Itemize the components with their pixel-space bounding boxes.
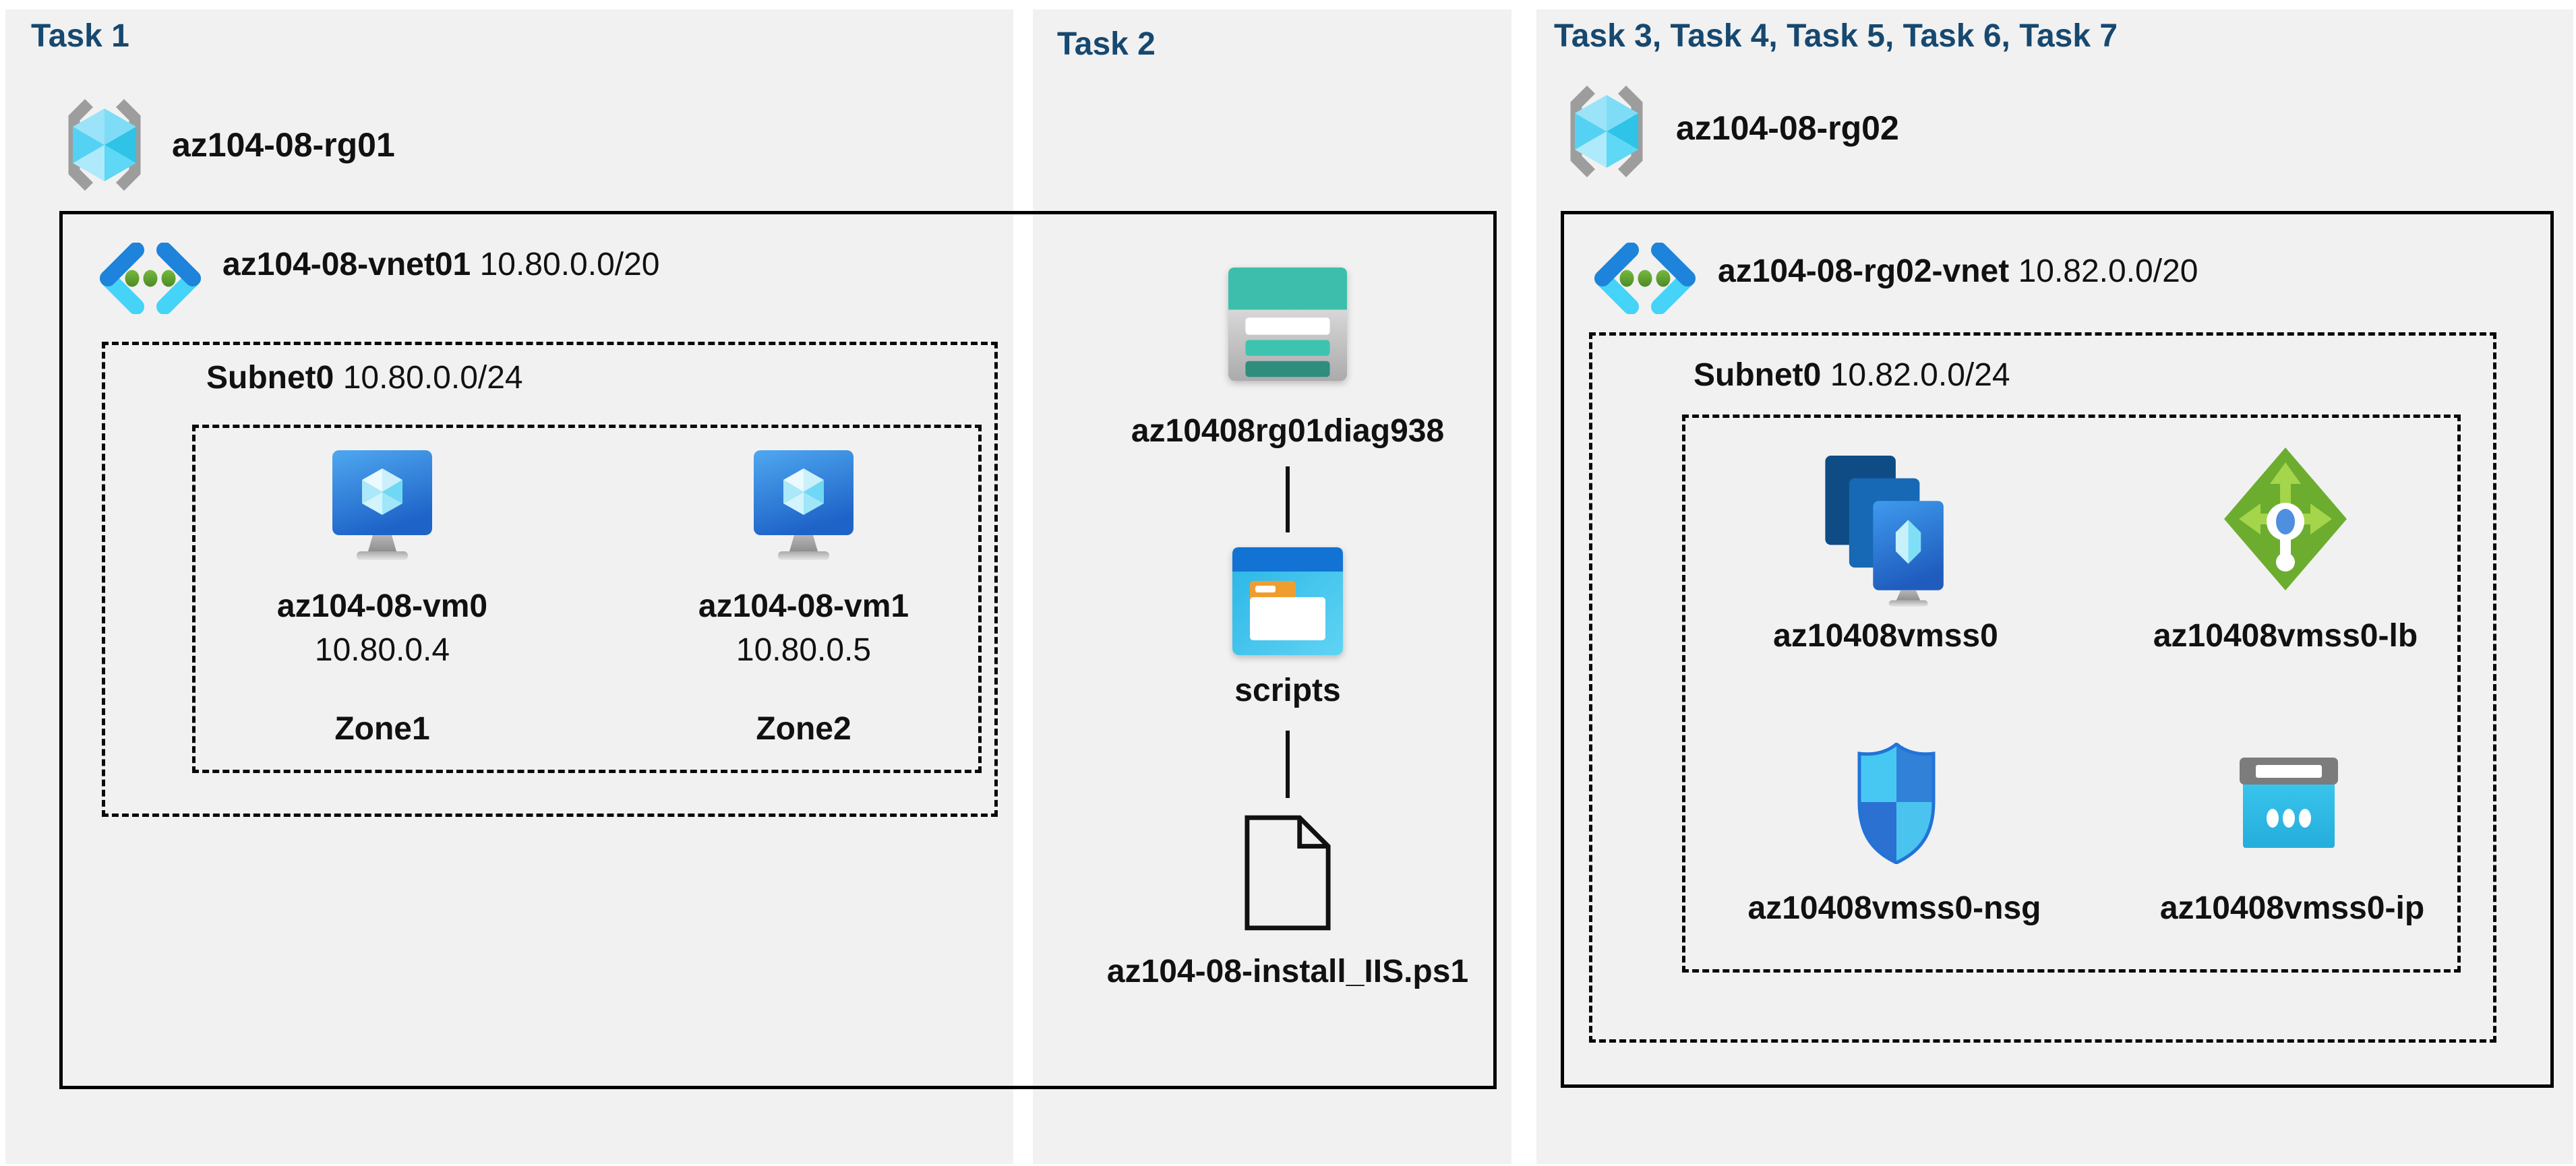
subnet2-name: Subnet0 <box>1694 357 1822 393</box>
vnet2-name: az104-08-rg02-vnet <box>1718 253 2010 289</box>
task1-panel <box>5 9 1013 1164</box>
storage-account-icon <box>1228 266 1347 382</box>
subnet1-name: Subnet0 <box>206 360 334 396</box>
task1-title: Task 1 <box>31 18 129 54</box>
connector-line <box>1286 466 1290 532</box>
vm0-name: az104-08-vm0 <box>276 588 488 624</box>
vmss-resources-box <box>1682 415 2461 973</box>
vm-scale-set-icon <box>1822 456 1950 607</box>
resource-group-name: az104-08-rg02 <box>1676 109 1899 147</box>
vnet1-box <box>59 211 1497 1089</box>
vnet1-name: az104-08-vnet01 <box>222 247 471 282</box>
subnet1-cidr: 10.80.0.0/24 <box>342 360 523 396</box>
resource-group-icon <box>61 98 148 191</box>
availability-zones-box <box>192 425 982 773</box>
resource-group-icon <box>1563 85 1650 178</box>
vnet2-cidr: 10.82.0.0/20 <box>2018 253 2198 289</box>
task2-title: Task 2 <box>1057 26 1156 62</box>
subnet1-label: Subnet0 10.80.0.0/24 <box>206 359 523 397</box>
nsg-name: az10408vmss0-nsg <box>1747 890 2041 926</box>
subnet1-box <box>102 342 998 817</box>
vnet2-box <box>1561 211 2554 1088</box>
subnet2-label: Subnet0 10.82.0.0/24 <box>1694 357 2010 394</box>
script-file-icon <box>1242 813 1333 933</box>
public-ip-icon <box>2240 758 2338 851</box>
subnet2-box <box>1589 332 2496 1043</box>
task3-title: Task 3, Task 4, Task 5, Task 6, Task 7 <box>1554 18 2118 54</box>
connector-line <box>1286 731 1290 798</box>
subnet2-cidr: 10.82.0.0/24 <box>1830 357 2010 393</box>
network-security-group-icon <box>1854 743 1939 864</box>
virtual-machine-icon <box>332 450 433 561</box>
vnet2-label: az104-08-rg02-vnet 10.82.0.0/20 <box>1718 253 2198 290</box>
container-name: scripts <box>1234 673 1341 708</box>
virtual-network-icon <box>1594 243 1696 314</box>
public-ip-name: az10408vmss0-ip <box>2159 890 2425 926</box>
vm0-ip: 10.80.0.4 <box>314 632 450 668</box>
vm1-name: az104-08-vm1 <box>698 588 909 624</box>
vnet1-label: az104-08-vnet01 10.80.0.0/20 <box>222 246 659 284</box>
resource-group-name: az104-08-rg01 <box>172 126 395 164</box>
vmss-name: az10408vmss0 <box>1773 618 1998 654</box>
vm0-zone: Zone1 <box>334 711 430 747</box>
vnet1-cidr: 10.80.0.0/20 <box>479 247 660 282</box>
load-balancer-icon <box>2223 446 2348 592</box>
vm1-zone: Zone2 <box>756 711 851 747</box>
load-balancer-name: az10408vmss0-lb <box>2153 618 2418 654</box>
vm1-ip: 10.80.0.5 <box>736 632 872 668</box>
virtual-machine-icon <box>753 450 854 561</box>
script-file-name: az104-08-install_IIS.ps1 <box>1106 954 1469 989</box>
storage-account-name: az10408rg01diag938 <box>1131 413 1445 449</box>
virtual-network-icon <box>100 243 201 314</box>
blob-container-icon <box>1232 547 1343 655</box>
